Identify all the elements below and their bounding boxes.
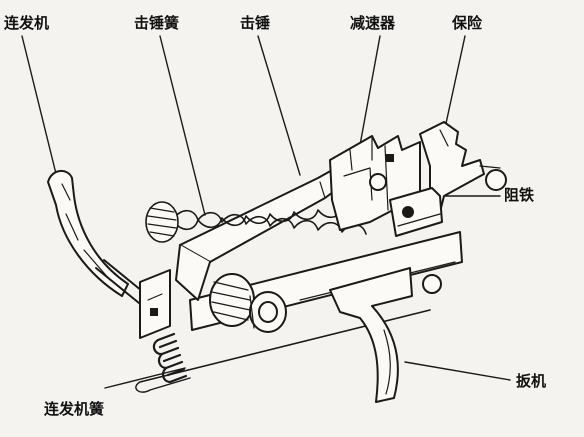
leader-reducer xyxy=(359,35,381,146)
label-hammer-spring: 击锤簧 xyxy=(134,14,180,32)
leader-lines xyxy=(21,35,511,389)
leader-trigger xyxy=(404,361,511,381)
leader-burst-lever xyxy=(21,35,61,191)
front-spring-drums xyxy=(209,273,287,333)
label-reducer: 减速器 xyxy=(350,14,396,32)
label-burst-lever: 连发机 xyxy=(4,14,50,32)
label-hammer: 击锤 xyxy=(240,14,271,32)
label-trigger: 扳机 xyxy=(516,372,547,390)
label-burst-spring: 连发机簧 xyxy=(44,400,105,418)
hammer-spring-part xyxy=(145,201,367,243)
leader-safety xyxy=(444,35,466,129)
leader-hammer xyxy=(257,35,301,176)
label-safety: 保险 xyxy=(452,14,483,32)
leader-hammer-spring xyxy=(159,35,206,216)
label-stop-iron: 阻铁 xyxy=(504,186,535,204)
trigger-part xyxy=(329,267,413,403)
hammer-part xyxy=(175,159,361,301)
stop-iron-part xyxy=(389,187,443,237)
leader-burst-spring xyxy=(104,367,186,389)
coil-spring-icon xyxy=(152,332,188,384)
